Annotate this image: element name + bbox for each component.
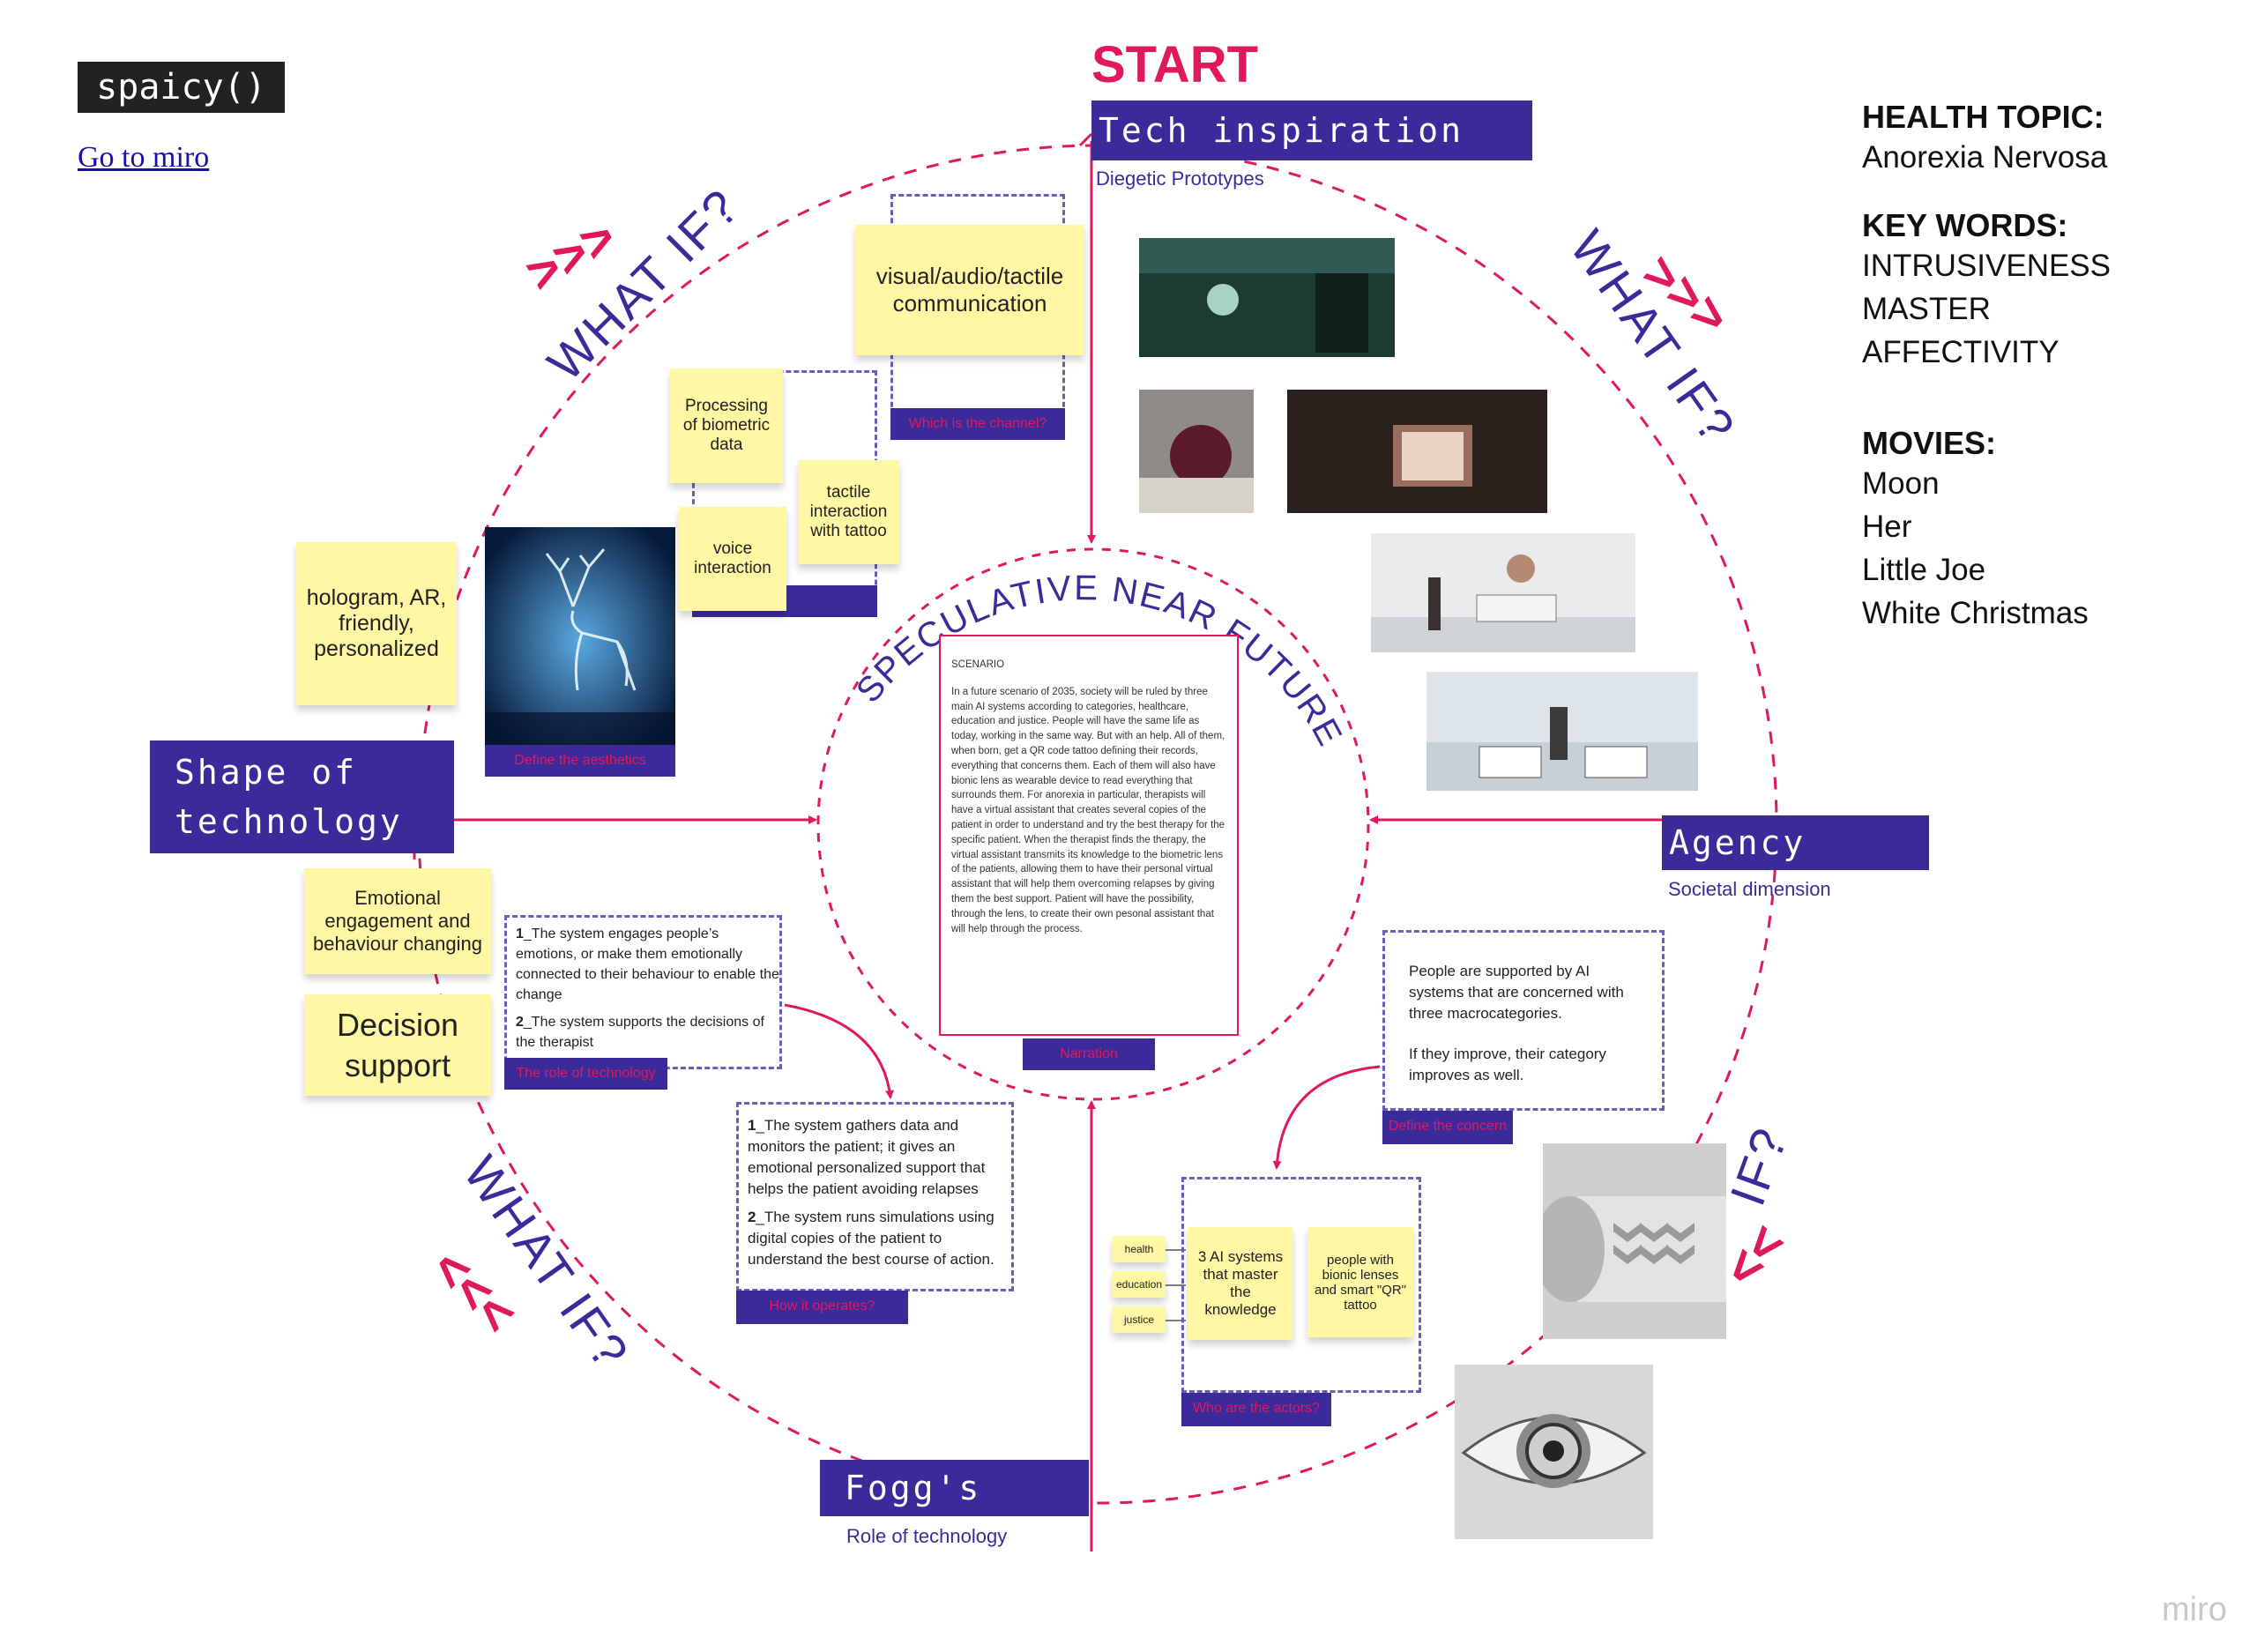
narration-tag: Narration <box>1023 1038 1155 1070</box>
scenario-title: SCENARIO <box>951 659 1005 670</box>
keyword-item: INTRUSIVENESS <box>1862 249 2111 283</box>
movie-item: White Christmas <box>1862 596 2089 630</box>
actors-frame <box>1181 1177 1421 1393</box>
start-label: START <box>1091 36 1259 93</box>
keyword-item: AFFECTIVITY <box>1862 335 2060 369</box>
key-words-title: KEY WORDS: <box>1862 207 2068 243</box>
voice-sticky[interactable]: voice interaction <box>679 507 786 611</box>
miro-watermark: miro <box>2162 1591 2227 1628</box>
actors-tag: Who are the actors? <box>1181 1393 1331 1426</box>
go-to-miro-link[interactable]: Go to miro <box>78 141 210 174</box>
spirit-deer-image <box>485 527 675 755</box>
health-topic-value: Anorexia Nervosa <box>1862 140 2108 175</box>
concern-tag: Define the concern <box>1382 1111 1513 1144</box>
movies-title: MOVIES: <box>1862 425 1997 461</box>
role-tag: The role of technology <box>504 1058 667 1090</box>
scenario-circle <box>816 547 1370 1101</box>
gloved-hand-still <box>1139 390 1254 513</box>
white-room-still <box>1426 672 1698 791</box>
concern-frame <box>1382 930 1665 1111</box>
moon-film-still <box>1139 238 1395 357</box>
health-topic-title: HEALTH TOPIC: <box>1862 99 2104 135</box>
education-sticky[interactable]: education <box>1113 1271 1166 1298</box>
tech-inspiration-cards-node[interactable]: Tech inspiration cards <box>1091 100 1532 210</box>
scenario-body: In a future scenario of 2035, society wi… <box>951 686 1225 934</box>
operates-text: 1_The system gathers data and monitors t… <box>748 1117 994 1268</box>
operates-frame <box>736 1102 1014 1291</box>
info-panel: HEALTH TOPIC: Anorexia Nervosa KEY WORDS… <box>1862 99 2215 635</box>
channel-tag: Which is the channel? <box>890 408 1065 440</box>
curved-arrow-role <box>784 1003 895 1099</box>
scenario-card: SCENARIO In a future scenario of 2035, s… <box>939 635 1239 1036</box>
justice-sticky[interactable]: justice <box>1113 1306 1166 1333</box>
role-of-technology-label: Role of technology <box>846 1525 1008 1547</box>
channel-sticky[interactable]: visual/audio/tactile communication <box>855 225 1084 355</box>
emotional-sticky[interactable]: Emotional engagement and behaviour chang… <box>304 868 491 974</box>
keyword-item: MASTER <box>1862 292 1991 326</box>
aesthetics-image <box>485 527 675 755</box>
movie-item: Little Joe <box>1862 553 1986 587</box>
diegetic-prototypes-label: Diegetic Prototypes <box>1096 167 1264 190</box>
bionic-sticky[interactable]: people with bionic lenses and smart "QR"… <box>1307 1227 1413 1337</box>
operates-tag: How it operates? <box>736 1291 908 1324</box>
office-scene-still <box>1371 533 1635 652</box>
tattoo-sticky[interactable]: tactile interaction with tattoo <box>798 460 899 564</box>
hologram-sticky[interactable]: hologram, AR, friendly, personalized <box>296 542 457 705</box>
foggs-triad-node[interactable]: Fogg's Triad <box>820 1460 1089 1564</box>
role-text: 1_The system engages people’s emotions, … <box>516 926 779 1050</box>
biometric-sticky[interactable]: Processing of biometric data <box>670 368 783 483</box>
ai-systems-sticky[interactable]: 3 AI systems that master the knowledge <box>1188 1227 1292 1340</box>
societal-dimension-label: Societal dimension <box>1668 878 1831 900</box>
shape-of-technology-node[interactable]: Shape of technology <box>150 740 454 853</box>
health-sticky[interactable]: health <box>1113 1236 1166 1262</box>
aesthetics-tag: Define the aesthetics <box>485 745 675 777</box>
movie-item: Moon <box>1862 466 1940 501</box>
curved-arrow-concern <box>1272 1065 1381 1170</box>
tattoo-skin-photo <box>1543 1143 1726 1339</box>
decision-sticky[interactable]: Decision support <box>304 994 491 1096</box>
device-box-still <box>1287 390 1547 513</box>
agency-divide-node[interactable]: Agency divide <box>1662 815 1929 917</box>
bionic-eye-photo <box>1455 1365 1653 1539</box>
movie-item: Her <box>1862 510 1912 544</box>
concern-text: People are supported by AI systems that … <box>1409 963 1624 1083</box>
spaicy-logo: spaicy() <box>78 62 285 113</box>
